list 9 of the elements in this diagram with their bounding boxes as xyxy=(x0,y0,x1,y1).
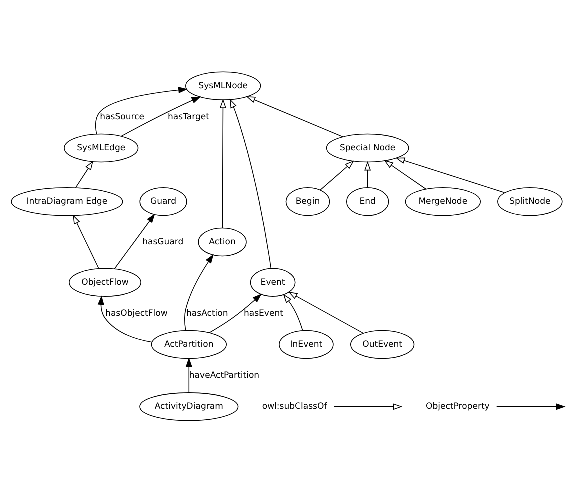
edge-label: hasGuard xyxy=(142,236,184,247)
edge-label: hasTarget xyxy=(168,112,210,122)
edge-label: hasSource xyxy=(100,112,145,122)
legend-label: ObjectProperty xyxy=(426,402,490,412)
edge-label: haveActPartition xyxy=(189,370,260,381)
edge-label: hasEvent xyxy=(244,308,284,318)
edge-label: hasAction xyxy=(186,308,228,318)
legend-label: owl:subClassOf xyxy=(262,402,328,412)
edge-label: hasObjectFlow xyxy=(106,308,168,318)
